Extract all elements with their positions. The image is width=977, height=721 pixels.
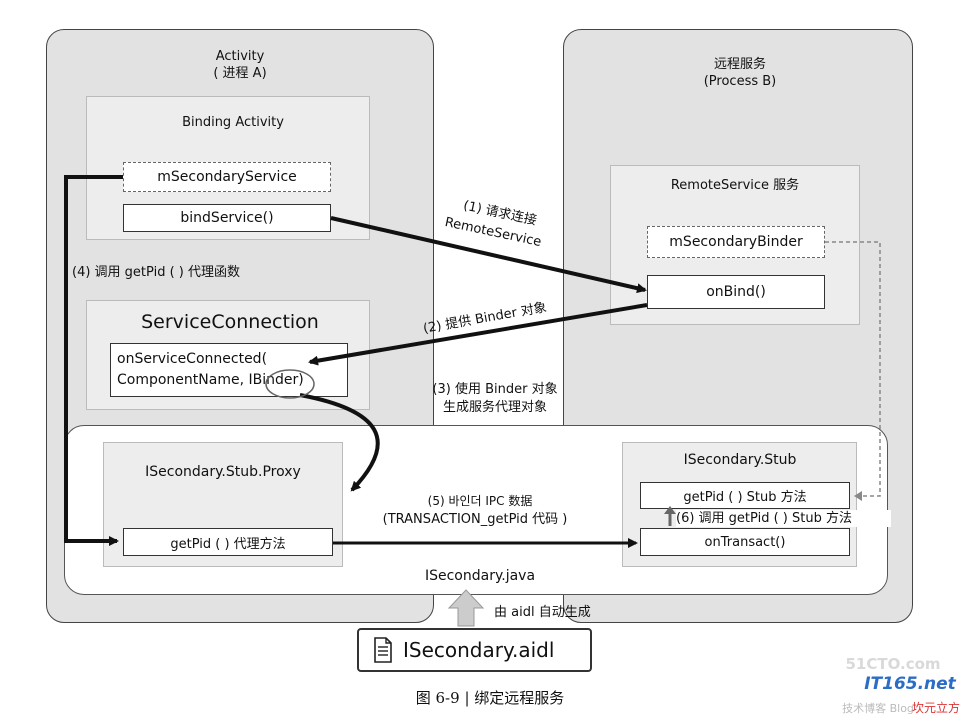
process-a-subtitle: ( 进程 A) [213, 66, 267, 81]
arrow-create-proxy [299, 393, 380, 492]
stub-title: ISecondary.Stub [683, 452, 797, 468]
watermark-brand: IT165.net [864, 674, 956, 694]
proxy-get-pid-method: getPid ( ) 代理方法 [123, 528, 333, 556]
dashed-binder-link [825, 241, 881, 497]
ibinder-highlight [265, 369, 315, 399]
on-transact-method: onTransact() [640, 528, 850, 556]
figure-number: 图 6-9 [415, 689, 460, 707]
figure-caption: 图 6-9 | 绑定远程服务 [370, 690, 610, 707]
m-secondary-service-field: mSecondaryService [123, 162, 331, 192]
proxy-title: ISecondary.Stub.Proxy [145, 464, 301, 480]
on-bind-method: onBind() [647, 275, 825, 309]
auto-generate-label: 由 aidl 自动生成 [494, 605, 591, 620]
binding-activity-title: Binding Activity [182, 115, 284, 130]
caption-separator: | [464, 689, 475, 707]
step-5-line2: (TRANSACTION_getPid 代码 ) [382, 512, 568, 527]
on-service-connected-method: onServiceConnected( ComponentName, IBind… [110, 343, 348, 397]
service-connection-title: ServiceConnection [141, 311, 319, 333]
aidl-file-box: ISecondary.aidl [357, 628, 592, 672]
step-3-line2: 生成服务代理对象 [442, 400, 547, 415]
step-3-line1: (3) 使用 Binder 对象 [432, 382, 558, 397]
arrow-request-connect [330, 216, 647, 294]
bind-service-method: bindService() [123, 204, 331, 232]
stub-get-pid-method: getPid ( ) Stub 方法 [640, 482, 850, 509]
arrow-call-proxy [64, 175, 123, 546]
auto-generate-arrow [447, 589, 485, 627]
on-service-connected-line2: ComponentName, IBinder) [117, 372, 304, 388]
step-5-line1: (5) 바인더 IPC 数据 [427, 494, 533, 508]
figure-title: 绑定远程服务 [474, 689, 565, 707]
process-b-subtitle: (Process B) [703, 74, 777, 89]
isecondary-java-label: ISecondary.java [424, 568, 536, 584]
on-service-connected-line1: onServiceConnected( [117, 351, 268, 367]
arrow-provide-binder [308, 303, 648, 366]
watermark-site: 51CTO.com [845, 655, 941, 673]
process-a-title: Activity [215, 49, 265, 64]
step-4-label: (4) 调用 getPid ( ) 代理函数 [72, 265, 240, 280]
m-secondary-binder-field: mSecondaryBinder [647, 226, 825, 258]
step-6-label: (6) 调用 getPid ( ) Stub 方法 [676, 510, 891, 527]
process-b-title: 远程服务 [713, 57, 766, 72]
document-icon [374, 637, 392, 663]
watermark-tag: 坎元立方 [911, 701, 960, 715]
watermark-slogan: 技术博客 Blog [842, 702, 914, 715]
remote-service-title: RemoteService 服务 [670, 178, 800, 193]
aidl-file-name: ISecondary.aidl [403, 638, 555, 662]
